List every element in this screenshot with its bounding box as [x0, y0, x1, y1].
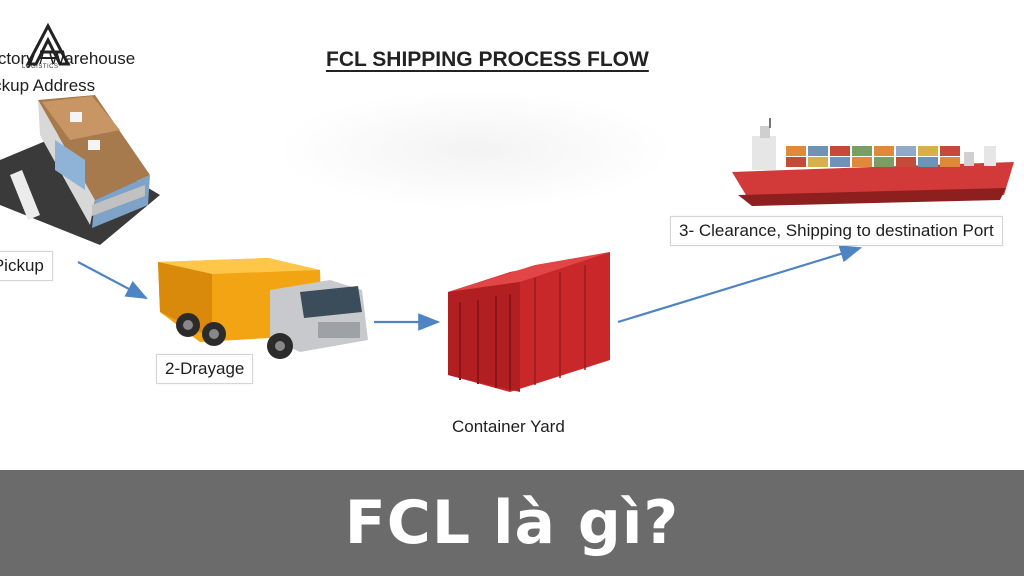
- step2-label: 2-Drayage: [156, 354, 254, 384]
- container-icon: [448, 252, 610, 392]
- headline-banner: FCL là gì?: [0, 470, 1024, 576]
- container-yard-label: Container Yard: [452, 417, 565, 436]
- diagram-title: FCL SHIPPING PROCESS FLOW: [326, 48, 649, 71]
- background-haze: [275, 90, 675, 210]
- banner-headline: FCL là gì?: [344, 488, 680, 558]
- diagram-artwork: [0, 95, 1014, 392]
- ship-icon: [732, 118, 1014, 206]
- truck-icon: [158, 258, 368, 359]
- step1-label: 1- Pickup: [0, 251, 53, 281]
- pickup-address-line1: Factory / Warehouse: [0, 49, 136, 68]
- step3-label: 3- Clearance, Shipping to destination Po…: [670, 216, 1003, 246]
- pickup-address-line2: Pickup Address: [0, 76, 96, 95]
- logo-caption: LOGISTICS: [22, 64, 59, 70]
- warehouse-icon: [0, 95, 160, 245]
- diagram-canvas: LOGISTICS FCL SHIPPING PROCESS FLOW Fact…: [0, 22, 1014, 436]
- company-logo: [25, 22, 71, 66]
